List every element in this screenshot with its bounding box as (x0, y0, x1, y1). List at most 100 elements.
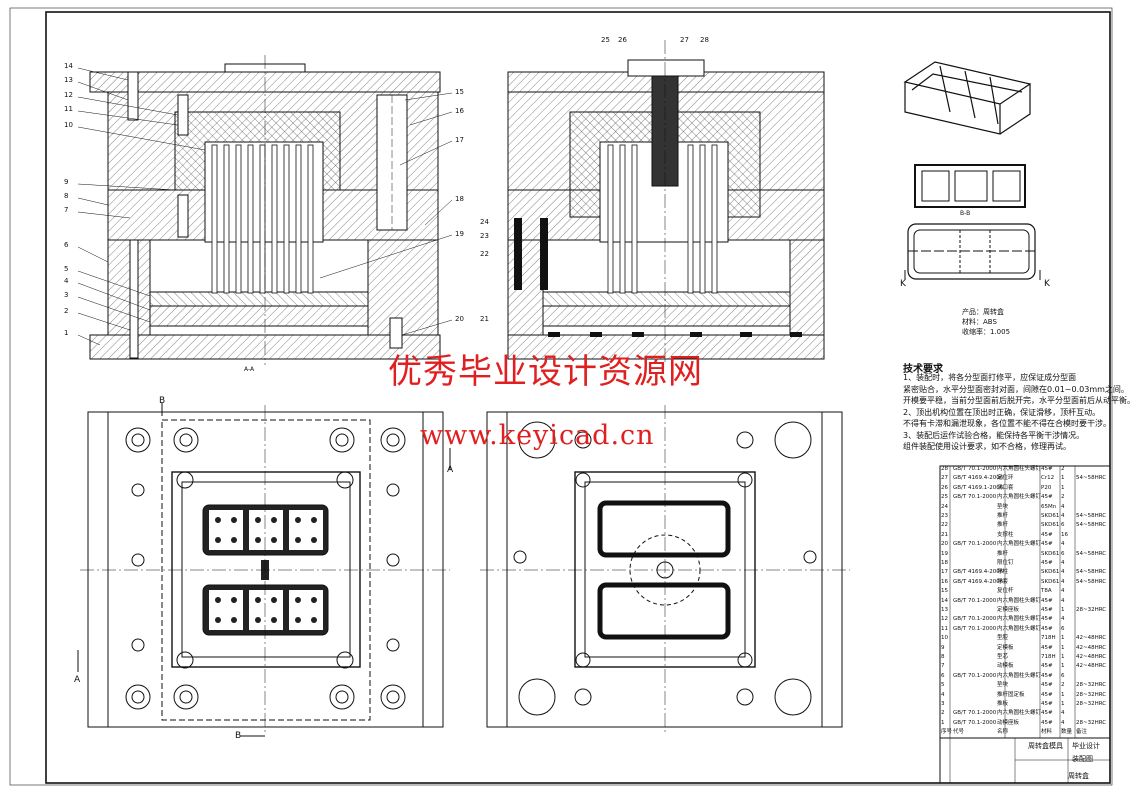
bom-cell: 1 (941, 719, 945, 726)
bom-cell: GB/T 70.1-2000 (953, 541, 997, 548)
product-section-k (904, 223, 1041, 280)
product-front-view (914, 164, 1026, 208)
bom-cell: 动模板 (997, 663, 1014, 670)
section-view-aa (89, 55, 441, 365)
bom-cell: 内六角圆柱头螺钉 (997, 625, 1042, 632)
callout-number: 4 (64, 277, 69, 285)
title-block-name: 周转盒模具 (1028, 742, 1063, 750)
bom-cell: SKD61 (1041, 513, 1060, 519)
callout-number: 3 (64, 291, 69, 299)
bom-cell: 1 (1061, 475, 1065, 482)
bom-cell: 42~48HRC (1076, 644, 1107, 651)
bom-cell: 718H (1041, 635, 1056, 642)
bom-cell: GB/T 4169.4-2006 (953, 578, 1004, 585)
bom-cell: 定模座板 (997, 607, 1020, 613)
tech-line: 紧密贴合，水平分型面密封对面，间隙在0.01~0.03mm之间。 (903, 384, 1129, 394)
bom-cell: SKD61 (1041, 578, 1060, 585)
bom-row: 序号代号名称材料数量备注 (940, 729, 1110, 737)
bom-cell: 54~58HRC (1076, 475, 1107, 482)
bom-cell: GB/T 70.1-2000 (953, 466, 997, 472)
bom-cell: 45# (1041, 607, 1053, 613)
bom-cell: GB/T 70.1-2000 (953, 672, 997, 679)
bom-cell: 45# (1041, 466, 1053, 472)
cut-mark-a-right: A (447, 465, 454, 475)
bom-cell: 4 (1061, 710, 1065, 717)
cut-mark-a-left: A (74, 675, 81, 685)
title-block-school: 毕业设计 (1072, 742, 1100, 750)
bom-cell: GB/T 4169.4-2006 (953, 475, 1004, 482)
bom-cell: 54~58HRC (1076, 550, 1107, 557)
bom-cell: 45# (1041, 682, 1053, 689)
callout-number: 17 (455, 136, 464, 144)
bom-cell: T8A (1041, 588, 1052, 595)
bom-cell: 复位杆 (997, 588, 1014, 595)
bom-cell: 1 (1061, 607, 1065, 613)
bom-cell: 22 (941, 522, 948, 529)
bom-cell: 28~32HRC (1076, 682, 1107, 689)
bom-cell: 14 (941, 597, 948, 604)
bom-cell: 5 (941, 682, 945, 689)
bom-cell: 推板 (997, 701, 1009, 707)
bom-cell: 4 (941, 691, 945, 698)
bom-cell: 6 (1061, 522, 1065, 529)
callout-number: 9 (64, 178, 69, 186)
bom-cell: GB/T 70.1-2000 (953, 710, 997, 717)
bom-cell: GB/T 70.1-2000 (953, 597, 997, 604)
bom-cell: 45# (1041, 710, 1053, 717)
bom-cell: 导套 (997, 578, 1009, 585)
bom-cell: 45# (1041, 494, 1053, 501)
bom-cell: 65Mn (1041, 503, 1057, 510)
bom-cell: 4 (1061, 503, 1065, 510)
callout-number: 21 (480, 315, 489, 323)
bom-cell: GB/T 4169.4-2006 (953, 569, 1004, 576)
callout-number: 27 (680, 36, 689, 44)
bom-cell: 4 (1061, 569, 1065, 576)
callout-number: 16 (455, 107, 464, 115)
bom-cell: 23 (941, 513, 948, 519)
callout-number: 18 (455, 195, 464, 203)
bom-cell: SKD61 (1041, 522, 1060, 529)
bom-cell: 1 (1061, 701, 1065, 707)
bom-cell: 内六角圆柱头螺钉 (997, 541, 1042, 548)
bom-cell: SKD61 (1041, 569, 1060, 576)
product-shrink: 收缩率：1.005 (962, 328, 1011, 336)
tech-line: 1、装配时，将各分型面打修平，应保证成分型面 (903, 373, 1077, 382)
cut-mark-b-top: B (159, 396, 166, 406)
bom-cell: 推杆 (997, 513, 1009, 519)
bom-cell: 12 (941, 616, 948, 623)
bom-cell: 1 (1061, 663, 1065, 670)
k-mark-right: K (1044, 279, 1050, 289)
section-cut-marks (77, 403, 451, 737)
bom-cell: 45# (1041, 672, 1053, 679)
bom-cell: GB/T 70.1-2000 (953, 494, 997, 501)
tech-line: 不得有卡滞和漏泄现象，各位置不能不得在合模时要干涉。 (903, 419, 1111, 428)
bom-cell: 3 (941, 701, 945, 707)
bom-cell: 材料 (1041, 729, 1053, 736)
callout-number: 20 (455, 315, 464, 323)
callout-number: 14 (64, 62, 73, 70)
bom-cell: 支撑柱 (997, 531, 1014, 538)
view-label-bb: B-B (960, 210, 971, 217)
callout-number: 6 (64, 241, 69, 249)
bom-cell: 45# (1041, 616, 1053, 623)
bom-cell: 26 (941, 484, 948, 491)
bom-cell: 内六角圆柱头螺钉 (997, 616, 1042, 623)
bom-cell: 内六角圆柱头螺钉 (997, 672, 1042, 679)
